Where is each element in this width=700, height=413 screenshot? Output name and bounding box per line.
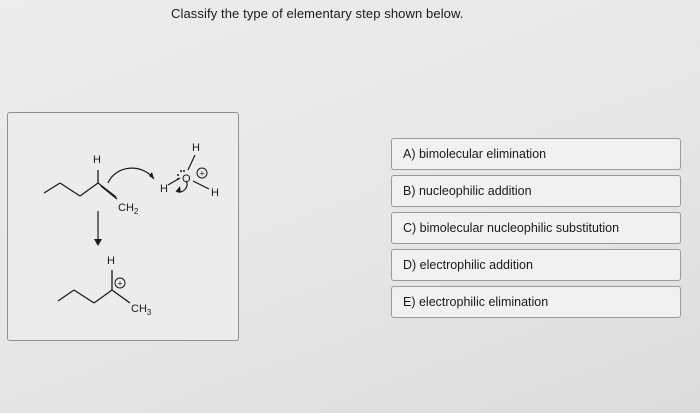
alkene-skeleton (43, 170, 118, 200)
arrow-head (176, 186, 181, 193)
o-h-top-bond (187, 154, 196, 171)
option-c[interactable]: C) bimolecular nucleophilic substitution (391, 212, 681, 244)
ch3-label: CH3 (131, 303, 152, 317)
oxygen-label: O (182, 173, 191, 185)
arrow-head (149, 172, 154, 179)
alkene-h-label: H (93, 154, 101, 166)
transferred-h-label: H (160, 183, 168, 195)
svg-text:+: + (117, 279, 122, 289)
o-h-right-bond (192, 180, 210, 190)
oxygen-right-h-label: H (211, 187, 219, 199)
oxygen-top-h-label: H (192, 142, 200, 154)
pi-bond-arrow (107, 167, 155, 184)
carbocation-h-label: H (107, 255, 115, 267)
option-a[interactable]: A) bimolecular elimination (391, 138, 681, 170)
bond-arrow (175, 180, 188, 193)
option-b[interactable]: B) nucleophilic addition (391, 175, 681, 207)
option-d[interactable]: D) electrophilic addition (391, 249, 681, 281)
svg-text:+: + (199, 169, 204, 179)
mechanism-image: H CH2 H O H + H H + CH3 (7, 112, 239, 341)
carbocation-skeleton (57, 270, 131, 304)
mechanism-diagram: H CH2 H O H + H H + CH3 (43, 142, 219, 317)
ch2-label: CH2 (118, 202, 139, 216)
arrow-head (94, 239, 102, 246)
positive-charge-icon (114, 277, 126, 289)
question-text: Classify the type of elementary step sho… (171, 6, 464, 21)
positive-charge-icon (196, 167, 208, 179)
option-e[interactable]: E) electrophilic elimination (391, 286, 681, 318)
